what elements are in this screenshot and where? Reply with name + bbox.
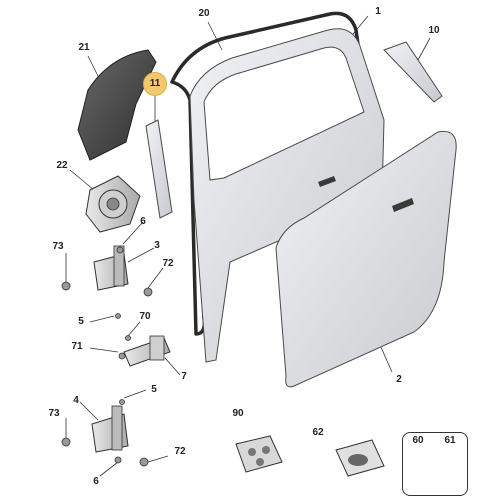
label-part-60: 60 (412, 435, 424, 446)
label-part-72-lower: 72 (174, 446, 186, 457)
clip-kit (235, 435, 283, 473)
lower-hinge (91, 405, 129, 453)
label-part-70: 70 (139, 311, 151, 322)
label-part-2: 2 (396, 374, 402, 385)
label-part-1: 1 (375, 6, 381, 17)
speaker (85, 175, 141, 233)
label-part-62: 62 (312, 427, 324, 438)
label-part-5-upper: 5 (78, 316, 84, 327)
label-part-10: 10 (428, 25, 440, 36)
label-part-5-lower: 5 (151, 384, 157, 395)
label-part-90: 90 (232, 408, 244, 419)
label-part-3: 3 (154, 240, 160, 251)
pillar-trim (145, 119, 173, 219)
window-trim (383, 41, 443, 103)
leader-lines (65, 15, 431, 477)
inner-cover (77, 49, 157, 161)
label-part-6-lower: 6 (93, 476, 99, 487)
door-check-strap (123, 335, 171, 367)
upper-hinge (93, 245, 129, 291)
label-part-4: 4 (73, 395, 79, 406)
label-part-71: 71 (71, 341, 83, 352)
plug-kit (335, 439, 385, 477)
label-part-72-upper: 72 (162, 258, 174, 269)
inset-box (402, 432, 468, 496)
label-part-22: 22 (56, 160, 68, 171)
fasteners (61, 246, 153, 467)
label-part-20: 20 (198, 8, 210, 19)
door-skin-outer (275, 130, 457, 388)
label-part-73-upper: 73 (52, 241, 64, 252)
label-part-21: 21 (78, 42, 90, 53)
label-part-6-upper: 6 (140, 216, 146, 227)
label-part-73-lower: 73 (48, 408, 60, 419)
label-part-11: 11 (149, 78, 161, 89)
highlight-marker (143, 72, 167, 96)
label-part-7: 7 (181, 371, 187, 382)
label-part-61: 61 (444, 435, 456, 446)
